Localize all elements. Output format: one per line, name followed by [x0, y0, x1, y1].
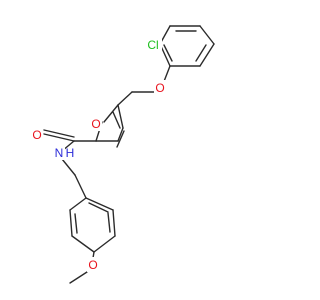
methoxy-methyl-bond: [69, 271, 88, 284]
methoxyphenyl-bond: [71, 235, 95, 253]
chlorophenyl-double-bond: [163, 44, 173, 62]
benzyl-bond: [74, 174, 87, 199]
carbonyl-double-bond-b: [43, 129, 75, 138]
methylene-furan-bond: [117, 91, 133, 106]
methoxyphenyl-bond: [85, 197, 114, 211]
bond-layer: [43, 25, 215, 284]
furan-oxygen-label: O: [91, 117, 100, 131]
amide-nitrogen-label: N: [55, 146, 64, 160]
methoxyphenyl-bond: [93, 235, 116, 253]
furan-bond: [103, 104, 119, 123]
amide-nitrogen-label-bg: [53, 145, 65, 160]
furan-bond: [117, 104, 124, 129]
ether-oxygen-label: O: [155, 81, 164, 95]
chlorophenyl-bond: [199, 25, 215, 45]
furan-bond: [117, 127, 124, 142]
methoxyphenyl-double-bond: [88, 202, 109, 213]
chlorine-label: Cl: [147, 38, 158, 52]
chlorophenyl-bond: [199, 43, 215, 67]
methoxyphenyl-double-bond: [107, 212, 111, 233]
amide-hydrogen-label: H: [66, 146, 75, 160]
furan-double-bond: [112, 111, 121, 129]
methoxyphenyl-bond: [69, 209, 73, 237]
molecule-structure: Cl O O O N H O: [31, 25, 215, 284]
atom-label-layer: Cl O O O N H O: [31, 36, 166, 272]
chlorine-label-bg: [144, 36, 162, 52]
methoxy-oxygen-label-bg: [87, 257, 99, 272]
furan-oxygen-label-bg: [90, 116, 102, 131]
ether-oxygen-label-bg: [154, 80, 166, 95]
methoxyphenyl-double-bond: [74, 213, 78, 234]
furan-double-bond: [116, 130, 125, 148]
chlorophenyl-double-bond: [195, 44, 207, 62]
methoxyphenyl-bond: [69, 197, 87, 211]
methoxyphenyl-bond: [112, 209, 116, 237]
nitrogen-methylene-bond: [61, 158, 76, 176]
carbonyl-double-bond-a: [43, 133, 75, 142]
methoxy-oxygen-label: O: [88, 258, 97, 272]
carbonyl-oxygen-label-bg: [31, 127, 43, 142]
carbonyl-oxygen-label: O: [32, 128, 41, 142]
